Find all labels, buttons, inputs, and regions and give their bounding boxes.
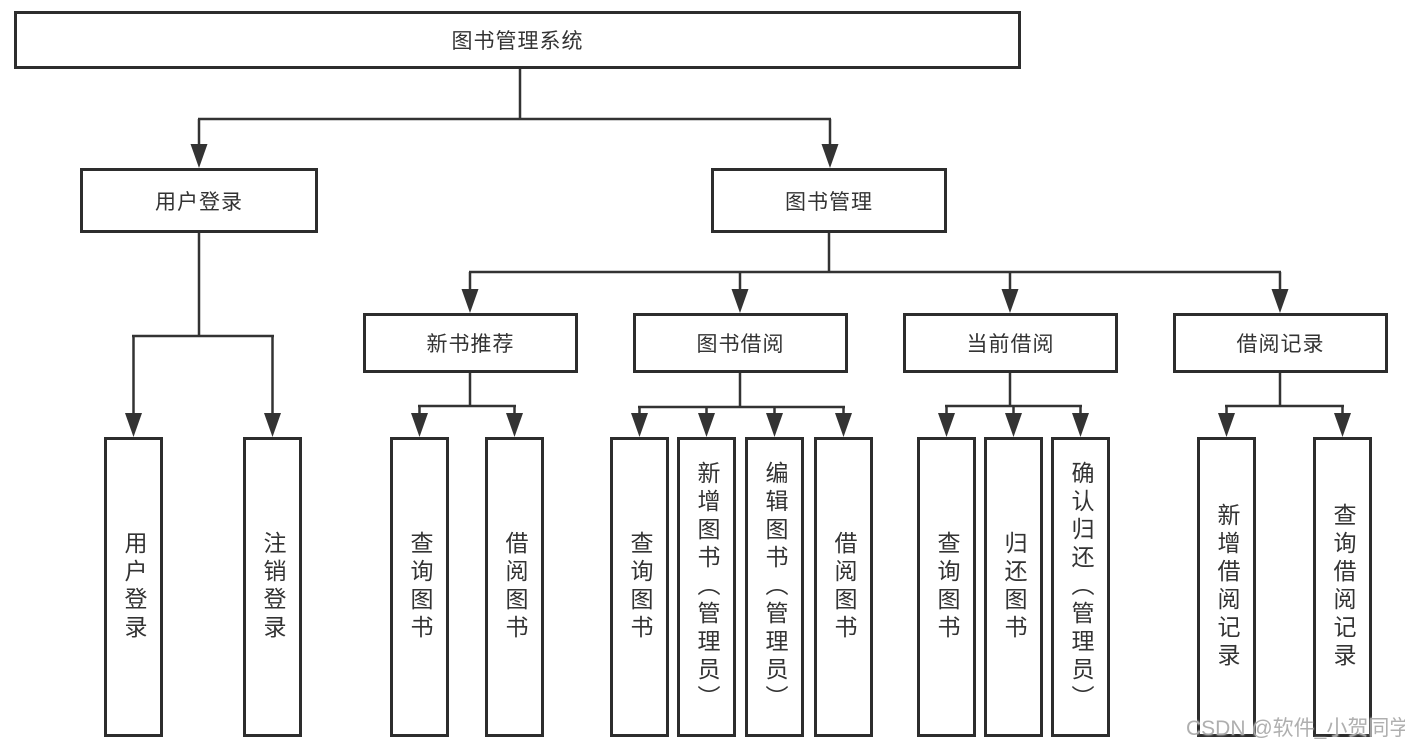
leaf-query-books-current-label: 查询图书	[934, 531, 960, 643]
leaf-return-books: 归还图书	[984, 437, 1043, 737]
arrowheads	[125, 144, 1351, 437]
node-book-management-label: 图书管理	[785, 190, 873, 214]
leaf-edit-books-admin: 编辑图书（管理员）	[745, 437, 804, 737]
leaf-borrow-books-recommend: 借阅图书	[485, 437, 544, 737]
leaf-borrow-books-borrowing: 借阅图书	[814, 437, 873, 737]
node-root-system: 图书管理系统	[14, 11, 1021, 69]
node-user-login: 用户登录	[80, 168, 318, 233]
leaf-borrow-books-recommend-label: 借阅图书	[502, 531, 528, 643]
node-borrow-records: 借阅记录	[1173, 313, 1388, 373]
node-current-borrowing-label: 当前借阅	[966, 333, 1055, 356]
leaf-logout-label: 注销登录	[260, 531, 286, 643]
node-borrow-records-label: 借阅记录	[1236, 333, 1325, 356]
leaf-add-borrow-record-label: 新增借阅记录	[1214, 503, 1240, 671]
node-book-management: 图书管理	[711, 168, 947, 233]
leaf-query-borrow-record-label: 查询借阅记录	[1330, 503, 1356, 671]
csdn-watermark: CSDN @软件_小贺同学	[1186, 717, 1405, 740]
leaf-query-books-current: 查询图书	[917, 437, 976, 737]
leaf-query-books-recommend-label: 查询图书	[407, 531, 433, 643]
leaf-add-books-admin: 新增图书（管理员）	[677, 437, 736, 737]
leaf-add-books-admin-label: 新增图书（管理员）	[694, 461, 720, 713]
leaf-logout: 注销登录	[243, 437, 302, 737]
leaf-add-borrow-record: 新增借阅记录	[1197, 437, 1256, 737]
node-book-borrowing-label: 图书借阅	[696, 333, 785, 356]
leaf-query-borrow-record: 查询借阅记录	[1313, 437, 1372, 737]
leaf-query-books-borrowing: 查询图书	[610, 437, 669, 737]
leaf-user-login-label: 用户登录	[121, 531, 147, 643]
node-current-borrowing: 当前借阅	[903, 313, 1118, 373]
node-root-label: 图书管理系统	[451, 30, 584, 53]
leaf-query-books-recommend: 查询图书	[390, 437, 449, 737]
leaf-confirm-return-admin: 确认归还（管理员）	[1051, 437, 1110, 737]
node-user-login-label: 用户登录	[155, 190, 243, 214]
node-book-borrowing: 图书借阅	[633, 313, 848, 373]
leaf-user-login: 用户登录	[104, 437, 163, 737]
leaf-edit-books-admin-label: 编辑图书（管理员）	[762, 461, 788, 713]
leaf-confirm-return-admin-label: 确认归还（管理员）	[1068, 461, 1094, 713]
node-new-book-recommend: 新书推荐	[363, 313, 578, 373]
node-new-book-recommend-label: 新书推荐	[426, 333, 515, 356]
leaf-query-books-borrowing-label: 查询图书	[627, 531, 653, 643]
leaf-return-books-label: 归还图书	[1001, 531, 1027, 643]
leaf-borrow-books-borrowing-label: 借阅图书	[831, 531, 857, 643]
